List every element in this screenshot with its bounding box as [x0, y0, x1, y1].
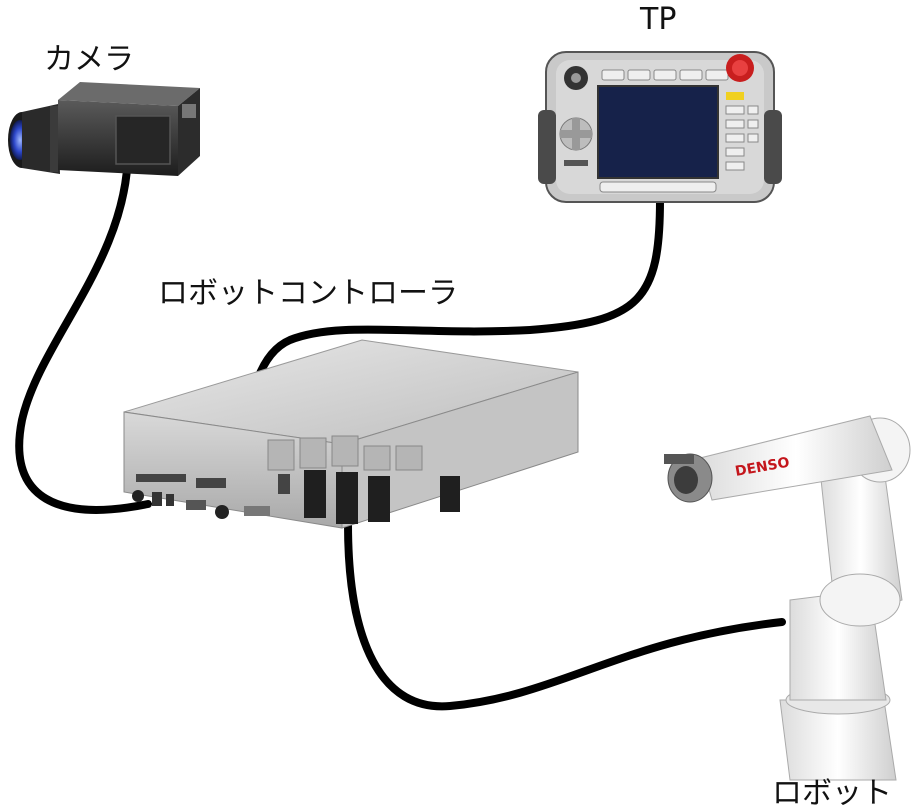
teach-pendant-device: [538, 51, 782, 203]
controller-device: [123, 339, 579, 529]
camera-label: カメラ: [44, 42, 134, 77]
controller-label: ロボットコントローラ: [158, 276, 458, 311]
teach-pendant-label: TP: [640, 2, 677, 37]
robot-label: ロボット: [772, 776, 892, 811]
robot-cable: [344, 520, 786, 711]
robot-device: DENSO: [664, 415, 911, 781]
pendant-screen: [597, 85, 719, 179]
camera-cable: [15, 146, 152, 514]
camera-device: [8, 82, 200, 176]
